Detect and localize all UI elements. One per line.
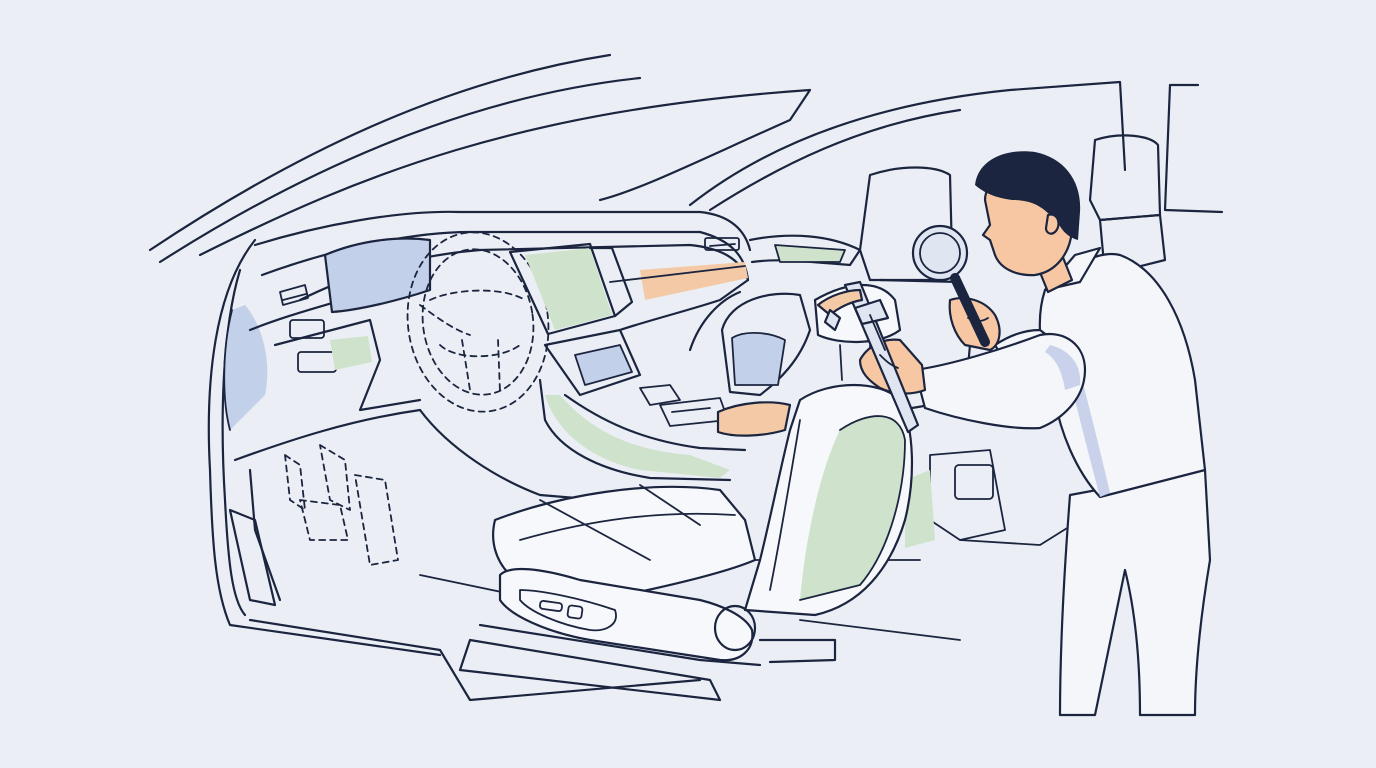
instrument-cluster <box>323 237 432 314</box>
center-display <box>508 237 748 336</box>
magnifying-glass-icon <box>911 224 990 347</box>
door-frame <box>207 238 702 702</box>
passenger-door <box>688 234 862 397</box>
pedals <box>284 444 399 566</box>
technician <box>858 151 1212 717</box>
steering-wheel-icon <box>406 231 550 413</box>
car-roof-lines <box>148 53 1224 264</box>
side-window-blue <box>224 305 268 430</box>
armrest <box>716 401 792 437</box>
center-console <box>418 328 747 502</box>
driver-seat <box>458 283 914 702</box>
